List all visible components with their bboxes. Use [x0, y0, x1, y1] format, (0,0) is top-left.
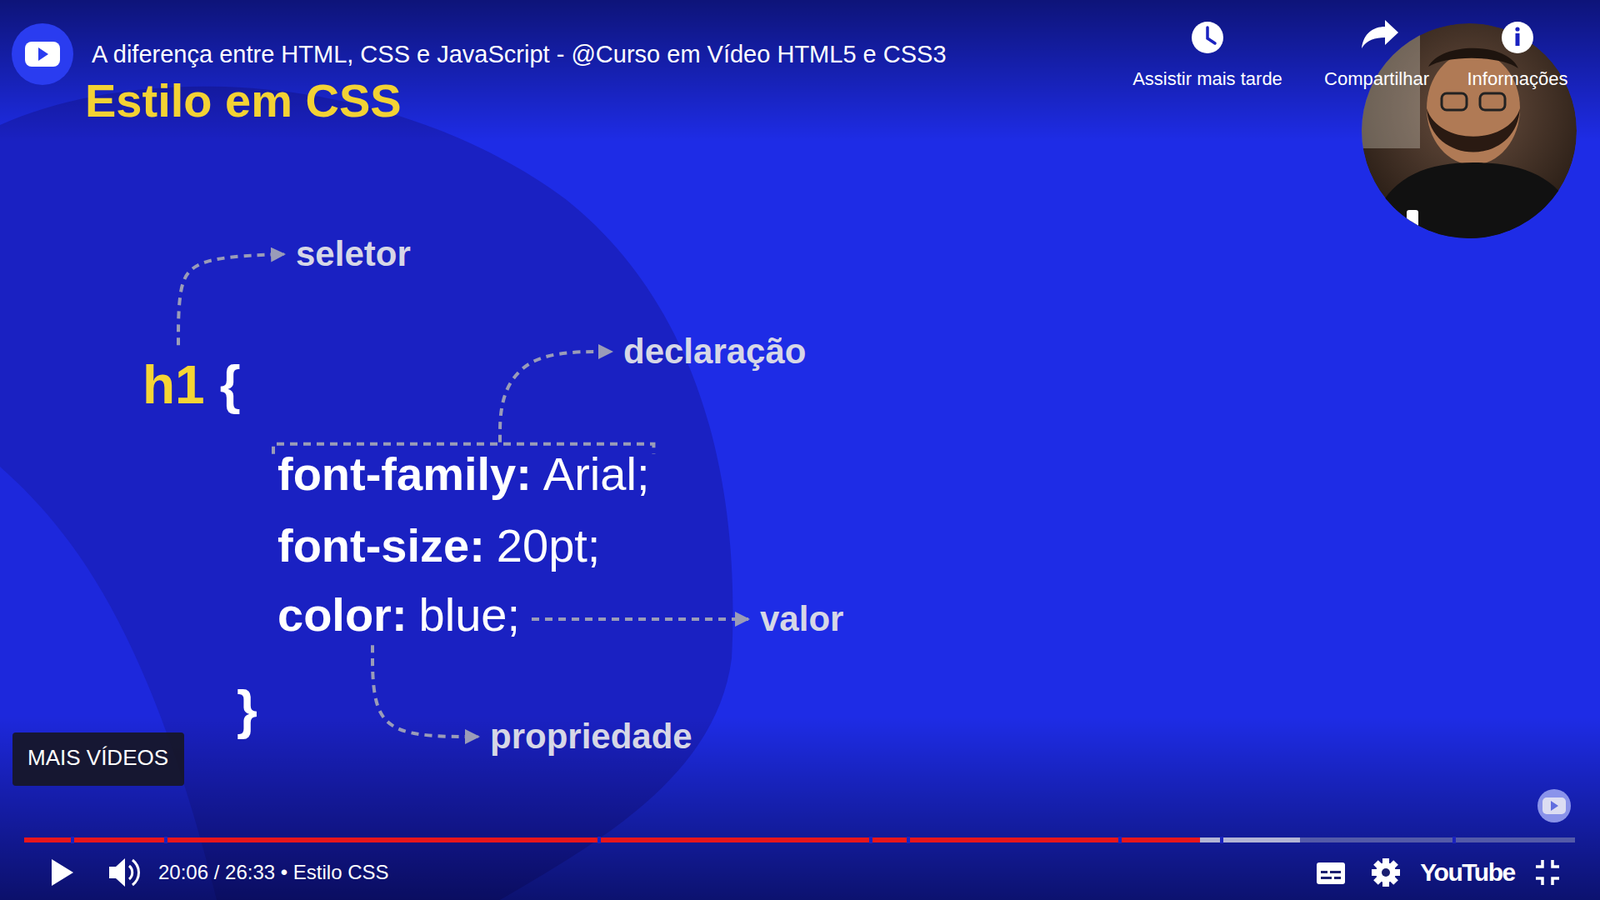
code-brace: }: [236, 680, 258, 742]
button-text: MAIS VÍDEOS: [27, 745, 170, 771]
progress-bar: [24, 836, 1575, 844]
youtube-logo: YouTube: [1420, 858, 1515, 888]
clock-icon: [1191, 21, 1224, 54]
part-label: seletor: [295, 234, 411, 275]
part-label: declaração: [623, 331, 806, 372]
part-label: propriedade: [490, 716, 693, 757]
video-title: A diferença entre HTML, CSS e JavaScript…: [91, 40, 947, 69]
top-shade: [0, 0, 1600, 142]
more-videos-button: MAIS VÍDEOS: [12, 732, 185, 786]
exit-fullscreen-icon: [1535, 860, 1560, 885]
part-label: valor: [760, 599, 844, 640]
info-icon: [1501, 21, 1534, 54]
leader-line: [531, 617, 749, 621]
code-value: 20pt;: [496, 519, 601, 573]
webcam-circle: [1361, 23, 1584, 250]
play-icon: [51, 859, 74, 886]
settings-icon: [1371, 858, 1400, 887]
subtitles-icon: [1316, 862, 1345, 885]
info-label: Informações: [1466, 68, 1568, 90]
bottom-shade: [0, 716, 1600, 900]
leader-line: [372, 645, 479, 737]
code-property: font-family:: [277, 447, 532, 501]
code-value: Arial;: [543, 447, 650, 501]
leader-line: [178, 254, 285, 345]
code-selector: h1: [142, 355, 205, 417]
watch-later-label: Assistir mais tarde: [1132, 68, 1283, 90]
slide-title: Estilo em CSS: [85, 74, 402, 128]
share-icon: [1361, 20, 1399, 49]
watermark-icon: [1537, 789, 1571, 823]
leader-line: [500, 351, 612, 443]
code-brace: {: [220, 355, 241, 417]
code-value: blue;: [419, 588, 520, 642]
channel-icon: [11, 23, 74, 85]
time-display: 20:06 / 26:33 • Estilo CSS: [158, 860, 390, 885]
code-property: font-size:: [277, 519, 485, 573]
code-property: color:: [277, 588, 408, 642]
share-label: Compartilhar: [1324, 68, 1430, 90]
volume-icon: [109, 858, 140, 887]
